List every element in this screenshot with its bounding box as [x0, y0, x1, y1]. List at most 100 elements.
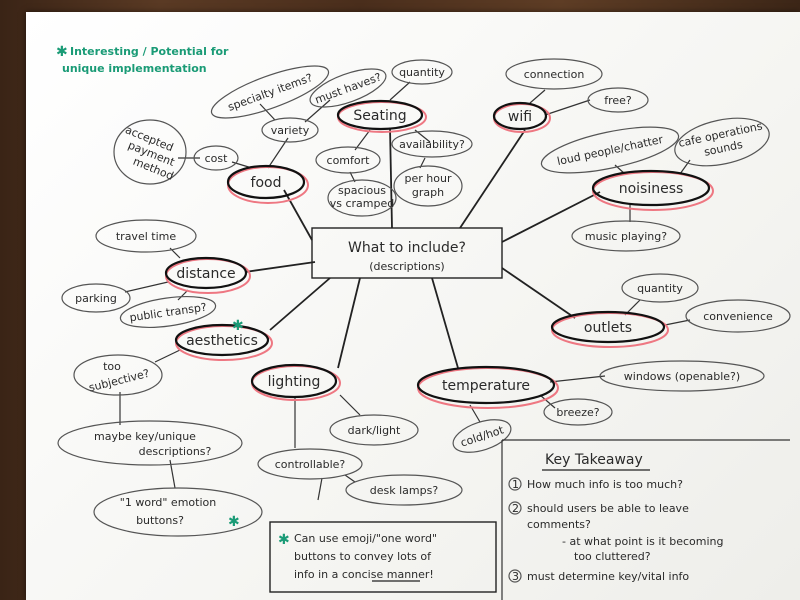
hub-wifi[interactable]: wifi [492, 101, 551, 133]
bubble-controllable[interactable]: controllable? [257, 448, 363, 480]
item2-number-circle [508, 501, 522, 515]
bubble-convenience-label: convenience [703, 310, 773, 323]
edge-wifi-connection [529, 89, 546, 104]
item2-number: 2 [512, 502, 519, 515]
bubble-music-playing[interactable]: music playing? [571, 220, 681, 252]
legend-note: ✱ Interesting / Potential for unique imp… [56, 44, 229, 75]
hub-noisiness[interactable]: noisiness [591, 169, 714, 211]
key-takeaway-title: Key Takeaway [545, 452, 643, 468]
bubble-windows[interactable]: windows (openable?) [599, 360, 765, 392]
hub-wifi-label: wifi [508, 109, 532, 125]
edge-aesthetics-subjective [154, 349, 181, 363]
edge-noisiness-cafe [679, 159, 691, 175]
bubble-per-hour[interactable]: per hour graph [393, 165, 463, 207]
item3-number-circle [508, 569, 522, 583]
edge-lighting [337, 277, 361, 369]
bubble-loud-people-label: loud people/chatter [556, 133, 665, 168]
aesthetics-star-icon: ✱ [232, 318, 244, 334]
edge-food [283, 189, 313, 241]
paper-sheet [26, 12, 800, 600]
edge-variety-specialty [259, 103, 276, 121]
hub-temperature-label: temperature [442, 378, 530, 394]
edge-seating-quantity [389, 81, 411, 101]
bubble-one-word-label-1: "1 word" emotion [120, 496, 216, 509]
bubble-maybe-key[interactable]: maybe key/unique descriptions? [57, 420, 243, 466]
edge-temperature-windows [549, 375, 606, 383]
bubble-comfort-label: comfort [327, 154, 371, 167]
bubble-controllable-label: controllable? [275, 458, 346, 471]
hub-temperature[interactable]: temperature [416, 365, 559, 409]
bubble-variety[interactable]: variety [261, 117, 319, 143]
hub-outlets[interactable]: outlets [550, 310, 669, 348]
takeaway-item-2-line2: comments? [527, 518, 591, 531]
center-box [311, 227, 503, 279]
bottom-note-line1: Can use emoji/"one word" [294, 532, 437, 545]
bubble-music-playing-label: music playing? [585, 230, 667, 243]
bubble-one-word[interactable]: "1 word" emotion buttons? ✱ [93, 487, 263, 537]
bubble-availability[interactable]: availability? [391, 130, 473, 158]
bottom-note-frame [269, 521, 497, 593]
bubble-variety-label: variety [271, 124, 310, 137]
bubble-free-label: free? [604, 94, 632, 107]
bubble-cafe-operations[interactable]: cafe operations sounds [670, 111, 773, 174]
bubble-maybe-key-label-1: maybe key/unique [94, 430, 196, 443]
bubble-too-subjective[interactable]: too subjective? [73, 354, 163, 396]
bubble-dark-light-label: dark/light [348, 424, 401, 437]
bubble-breeze[interactable]: breeze? [543, 398, 613, 426]
edge-variety-musthaves [304, 99, 331, 123]
bubble-spacious-label-2: vs cramped [330, 197, 395, 210]
edge-outlets-convenience [664, 319, 691, 326]
edge-distance-public [177, 289, 189, 301]
key-takeaway-panel: Key Takeaway 1 How much info is too much… [501, 439, 790, 600]
hub-seating[interactable]: Seating [336, 99, 427, 133]
takeaway-item-2-line1: should users be able to leave [527, 502, 689, 515]
sub-edges [119, 81, 691, 501]
hub-aesthetics[interactable]: aesthetics ✱ [174, 318, 273, 361]
center-node[interactable]: What to include? (descriptions) [311, 227, 503, 279]
bubble-one-word-label-2: buttons? [136, 514, 184, 527]
bubble-cold-hot[interactable]: cold/hot [449, 413, 515, 458]
bubble-travel-time[interactable]: travel time [95, 219, 197, 253]
takeaway-item-1: How much info is too much? [527, 478, 683, 491]
bubble-spacious[interactable]: spacious vs cramped [327, 179, 397, 217]
bubble-free[interactable]: free? [587, 87, 649, 113]
bottom-note-star-icon: ✱ [278, 532, 290, 548]
bubble-cost-label: cost [205, 152, 229, 165]
bubble-seating-quantity-label: quantity [399, 66, 445, 79]
bubble-seating-quantity[interactable]: quantity [391, 59, 453, 85]
bubble-outlets-quantity-label: quantity [637, 282, 683, 295]
edge-outlets [501, 267, 576, 319]
bubble-desk-lamps[interactable]: desk lamps? [345, 474, 463, 506]
hub-food[interactable]: food [226, 164, 309, 204]
edge-wifi [459, 129, 526, 229]
bubble-outlets-quantity[interactable]: quantity [621, 273, 699, 303]
bubble-maybe-key-label-2: descriptions? [139, 445, 212, 458]
bubble-specialty-items-label: specialty items? [226, 71, 314, 114]
hub-lighting-label: lighting [268, 374, 321, 390]
edge-noisiness [501, 191, 601, 243]
bubble-desk-lamps-label: desk lamps? [370, 484, 439, 497]
item1-number-circle [508, 477, 522, 491]
bubble-convenience[interactable]: convenience [685, 299, 791, 333]
bubble-accepted-payment[interactable]: accepted payment method [113, 119, 187, 185]
center-subtitle: (descriptions) [369, 260, 444, 273]
edge-seating-comfort [354, 129, 371, 151]
bubble-parking[interactable]: parking [61, 283, 131, 313]
edge-controllable-desk [344, 474, 356, 483]
takeaway-item-2-sub2: too cluttered? [574, 550, 651, 563]
bubble-travel-time-label: travel time [116, 230, 176, 243]
bubble-windows-label: windows (openable?) [624, 370, 740, 383]
bubble-parking-label: parking [75, 292, 117, 305]
hub-outlets-label: outlets [584, 320, 632, 336]
bubble-cost[interactable]: cost [193, 145, 239, 171]
bubble-comfort[interactable]: comfort [315, 146, 381, 174]
hub-lighting[interactable]: lighting [250, 363, 341, 401]
hub-distance[interactable]: distance [164, 256, 251, 294]
bubble-connection[interactable]: connection [505, 58, 603, 90]
hub-distance-label: distance [176, 266, 235, 282]
legend-note-line2: unique implementation [62, 62, 207, 75]
edge-temperature-breeze [539, 394, 556, 409]
bubble-dark-light[interactable]: dark/light [329, 414, 419, 446]
